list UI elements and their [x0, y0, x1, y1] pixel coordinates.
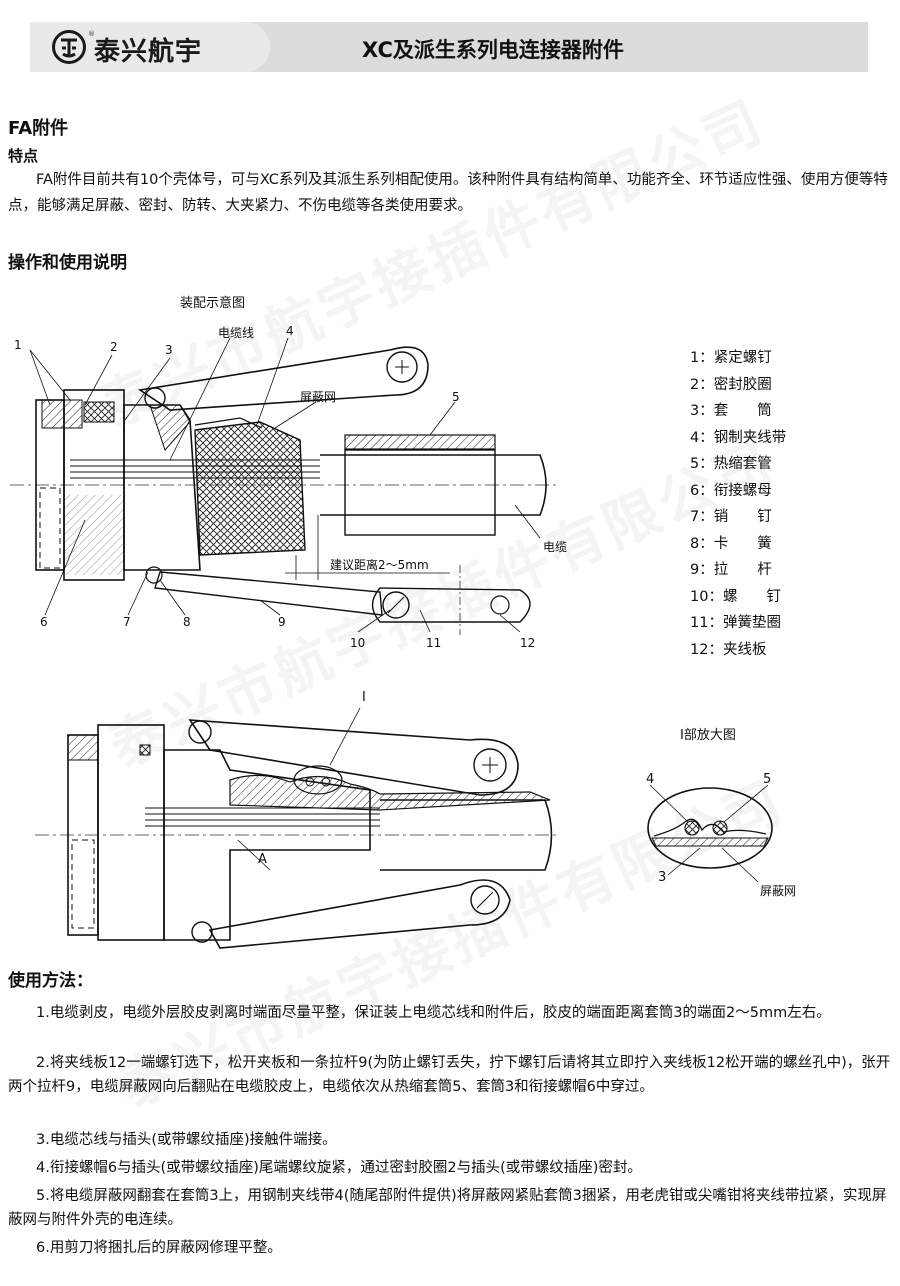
mark-i: I: [362, 690, 366, 705]
callout-shield: 屏蔽网: [300, 390, 337, 404]
logo-area: ® 泰兴航宇: [30, 22, 270, 72]
legend-item: 12：夹线板: [690, 641, 767, 658]
legend-item: 1：紧定螺钉: [690, 350, 772, 366]
section-title: FA附件: [8, 118, 69, 139]
detail-callout-5: 5: [763, 772, 772, 787]
callout-7: 7: [123, 615, 131, 629]
detail-callout-shield: 屏蔽网: [760, 884, 797, 898]
legend-item: 7：销 钉: [690, 509, 772, 525]
features-title: 特点: [8, 147, 39, 165]
page-header: ® 泰兴航宇 XC及派生系列电连接器附件: [30, 22, 868, 72]
callout-9: 9: [278, 615, 286, 629]
callout-5: 5: [452, 390, 460, 404]
usage-step: 4.衔接螺帽6与插头(或带螺纹插座)尾端螺纹旋紧，通过密封胶圈2与插头(或带螺纹…: [36, 1160, 642, 1176]
operation-title: 操作和使用说明: [8, 253, 127, 273]
callout-8: 8: [183, 615, 191, 629]
callout-12: 12: [520, 636, 536, 650]
legend-item: 2：密封胶圈: [690, 376, 772, 393]
detail-caption: I部放大图: [680, 728, 736, 743]
callout-wire: 电缆线: [218, 326, 255, 340]
page-title: XC及派生系列电连接器附件: [362, 38, 624, 62]
callout-4: 4: [286, 324, 294, 338]
callout-10: 10: [350, 636, 366, 650]
callout-3: 3: [165, 343, 173, 357]
parts-legend: 1：紧定螺钉 2：密封胶圈 3：套 筒 4：钢制夹线带 5：热缩套管 6：衔接螺…: [690, 345, 810, 663]
mark-a: A: [258, 852, 267, 867]
callout-distance: 建议距离2～5mm: [330, 558, 429, 572]
legend-item: 11：弹簧垫圈: [690, 615, 781, 631]
legend-item: 4：钢制夹线带: [690, 429, 787, 446]
usage-step: 2.将夹线板12一端螺钉选下，松开夹板和一条拉杆9(为防止螺钉丢失，拧下螺钉后请…: [8, 1055, 891, 1095]
callout-2: 2: [110, 340, 118, 354]
diagram-caption: 装配示意图: [180, 296, 246, 311]
legend-item: 6：衔接螺母: [690, 482, 772, 499]
legend-item: 9：拉 杆: [690, 562, 772, 578]
company-name: 泰兴航宇: [94, 37, 203, 67]
legend-item: 8：卡 簧: [690, 535, 772, 552]
callout-11: 11: [426, 636, 442, 650]
usage-step: 1.电缆剥皮，电缆外层胶皮剥离时端面尽量平整，保证装上电缆芯线和附件后，胶皮的端…: [36, 1005, 831, 1021]
legend-item: 3：套 筒: [690, 403, 772, 419]
usage-title: 使用方法：: [8, 971, 93, 991]
detail-callout-3: 3: [658, 870, 667, 885]
callout-6: 6: [40, 615, 48, 629]
assembly-diagram: [10, 337, 560, 635]
legend-item: 5：热缩套管: [690, 456, 772, 472]
assembled-diagram: [35, 707, 560, 949]
usage-step: 3.电缆芯线与插头(或带螺纹插座)接触件端接。: [36, 1132, 337, 1148]
registered-mark: ®: [88, 30, 95, 38]
callout-1: 1: [14, 338, 22, 352]
detail-diagram: [647, 784, 773, 883]
usage-step: 6.用剪刀将捆扎后的屏蔽网修理平整。: [36, 1240, 282, 1256]
intro-paragraph: FA附件目前共有10个壳体号，可与XC系列及其派生系列相配使用。该种附件具有结构…: [8, 172, 888, 214]
callout-cable: 电缆: [543, 540, 568, 554]
legend-item: 10：螺 钉: [690, 588, 781, 605]
usage-step: 5.将电缆屏蔽网翻套在套筒3上，用钢制夹线带4(随尾部附件提供)将屏蔽网紧贴套筒…: [8, 1188, 887, 1228]
detail-callout-4: 4: [646, 772, 655, 787]
company-logo-icon: [52, 30, 86, 64]
